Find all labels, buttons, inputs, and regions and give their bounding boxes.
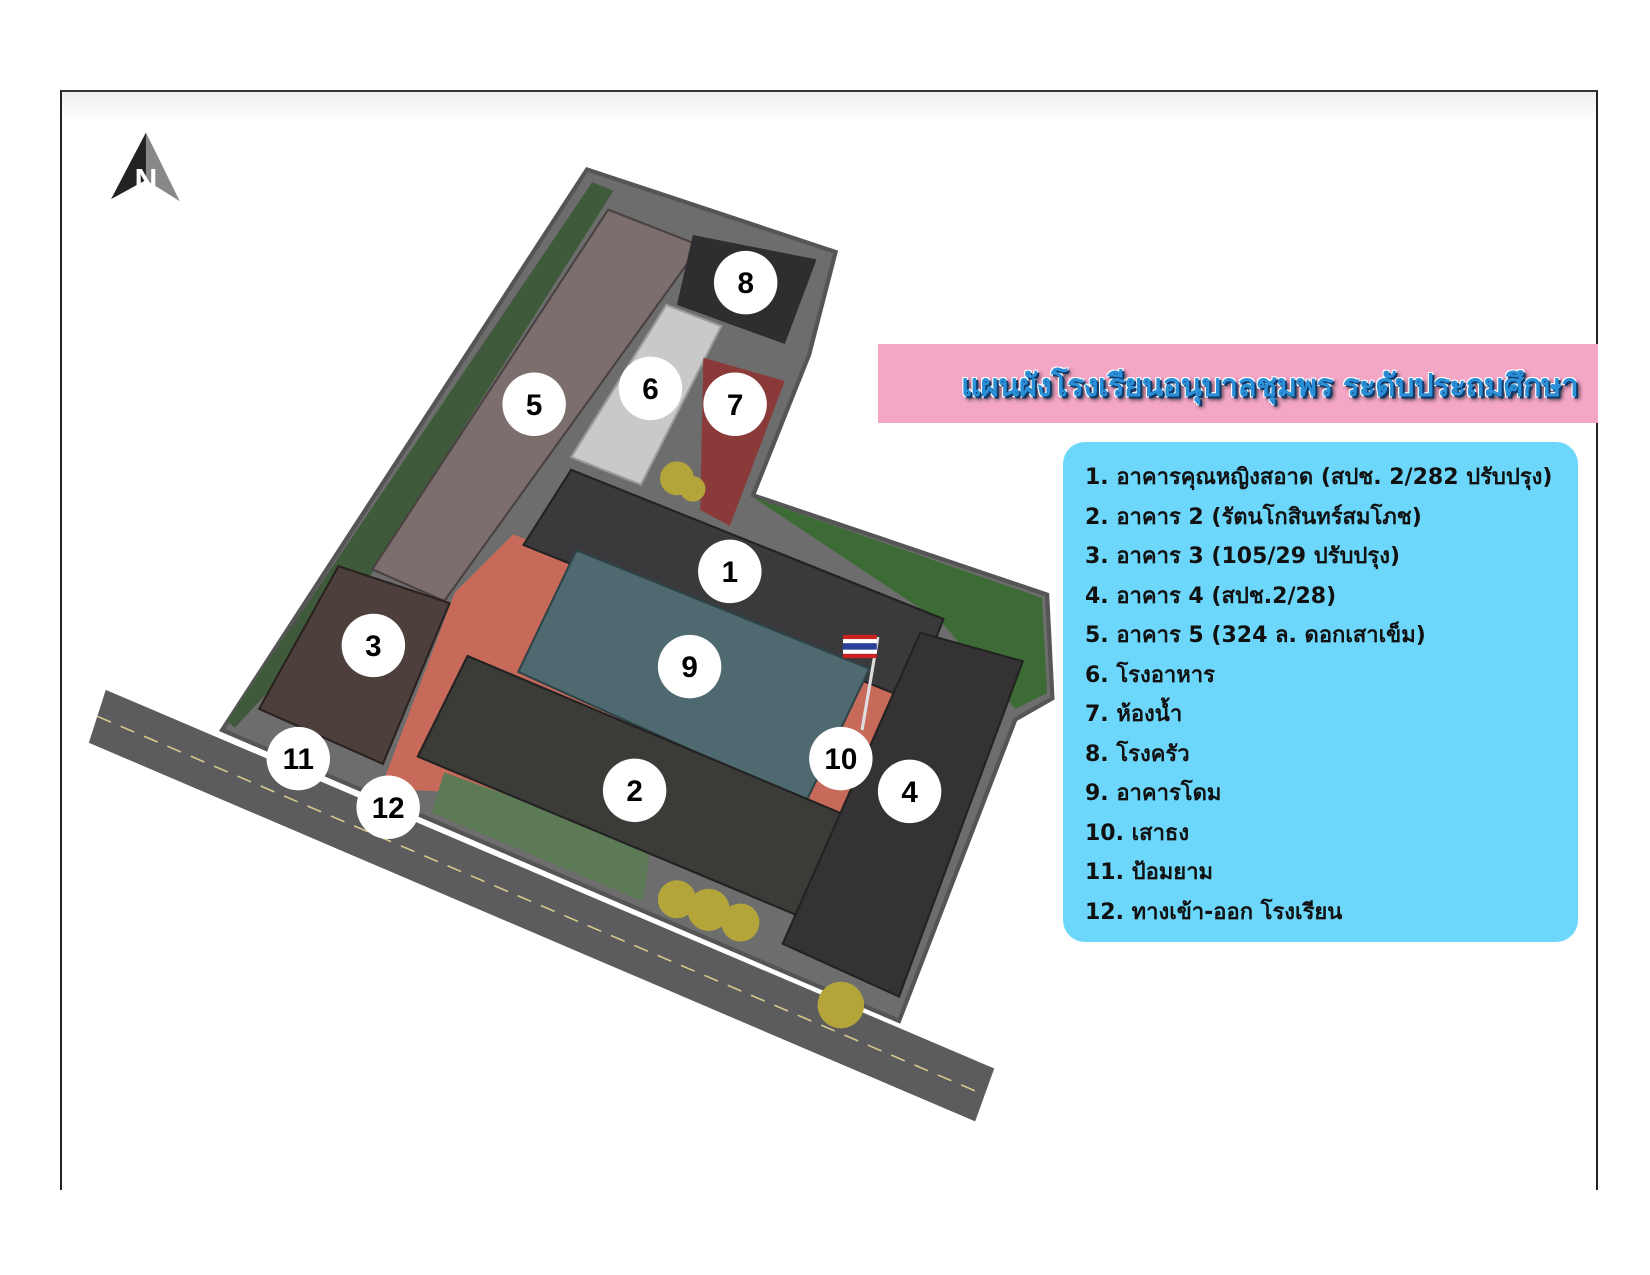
marker-12[interactable]: 12 [356,775,420,839]
marker-label: 6 [642,373,658,406]
road [88,689,995,1122]
marker-9[interactable]: 9 [657,634,722,699]
marker-5[interactable]: 5 [502,372,566,437]
marker-4[interactable]: 4 [877,759,942,824]
marker-label: 10 [824,743,857,776]
legend-item: 4. อาคาร 4 (สปช.2/28) [1085,583,1337,609]
marker-7[interactable]: 7 [703,372,767,437]
legend-box: 1. อาคารคุณหญิงสอาด (สปช. 2/282 ปรับปรุง… [1063,442,1578,942]
marker-1[interactable]: 1 [698,539,762,604]
marker-label: 11 [283,743,314,776]
legend-item: 9. อาคารโดม [1085,781,1222,806]
title-banner: แผนผังโรงเรียนอนุบาลชุมพร ระดับประถมศึกษ… [878,344,1598,423]
map-title: แผนผังโรงเรียนอนุบาลชุมพร ระดับประถมศึกษ… [960,368,1579,404]
marker-8[interactable]: 8 [713,250,778,315]
legend-item: 7. ห้องน้ำ [1085,702,1183,727]
marker-label: 2 [626,775,642,808]
marker-label: 4 [901,776,918,809]
marker-label: 9 [681,651,697,684]
legend-item: 12. ทางเข้า-ออก โรงเรียน [1085,899,1343,925]
legend-item: 1. อาคารคุณหญิงสอาด (สปช. 2/282 ปรับปรุง… [1085,465,1553,490]
marker-label: 3 [365,630,381,663]
legend-item: 11. ป้อมยาม [1085,860,1214,885]
legend-item: 5. อาคาร 5 (324 ล. ดอกเสาเข็ม) [1085,623,1426,648]
green-roof [431,772,651,902]
north-arrow-icon: N [111,132,180,202]
legend-item: 10. เสาธง [1085,820,1190,846]
legend-item: 2. อาคาร 2 (รัตนโกสินทร์สมโภช) [1085,504,1422,530]
marker-2[interactable]: 2 [602,758,667,823]
marker-label: 8 [737,267,753,300]
legend-item: 6. โรงอาหาร [1085,662,1215,688]
marker-label: 1 [722,556,738,589]
marker-10[interactable]: 10 [809,726,873,791]
marker-label: 12 [372,792,405,825]
legend-item: 3. อาคาร 3 (105/29 ปรับปรุง) [1085,544,1401,569]
marker-6[interactable]: 6 [618,356,683,421]
marker-11[interactable]: 11 [266,726,330,791]
legend-item: 8. โรงครัว [1085,741,1190,767]
north-label: N [135,162,158,198]
marker-label: 7 [727,389,743,422]
flag-icon [842,634,880,731]
marker-3[interactable]: 3 [341,613,406,678]
tree-icons [657,461,865,1029]
marker-label: 5 [526,389,542,422]
